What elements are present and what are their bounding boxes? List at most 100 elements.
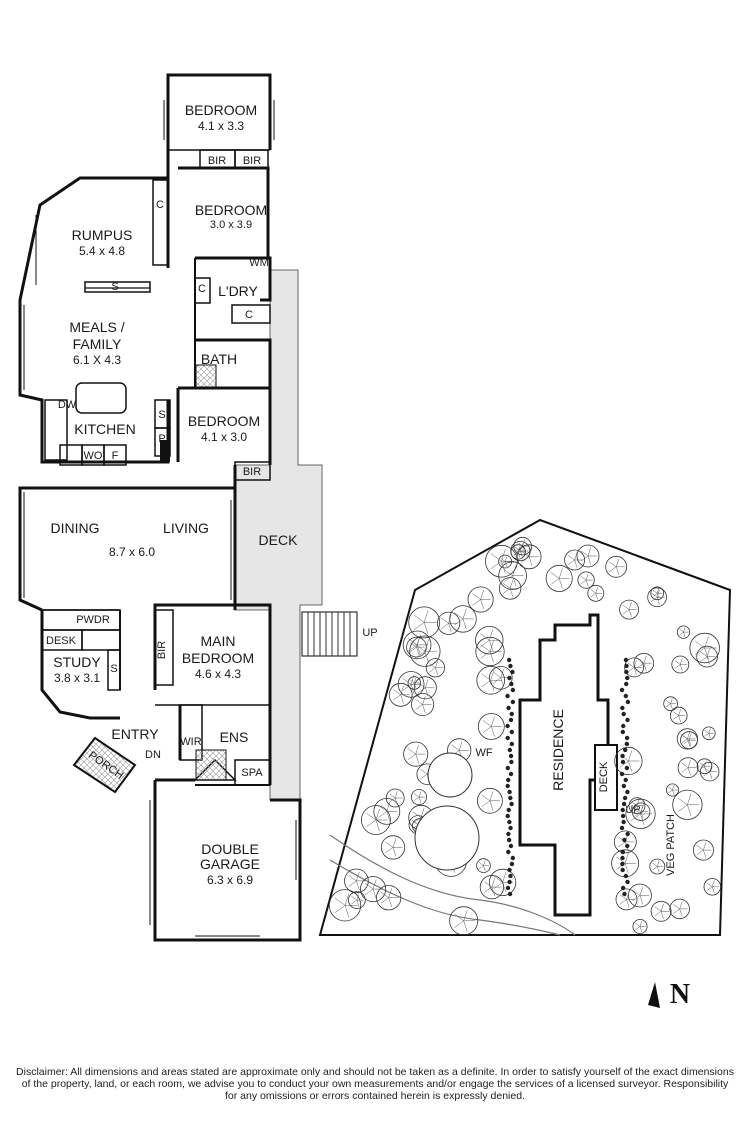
hedge-dot [510,687,516,693]
tree-branch [696,849,704,856]
tree-branch [425,679,429,688]
hedge-dot [625,675,630,681]
hedge-dot [620,867,625,873]
shelf-label: S [110,663,117,675]
tree-branch [687,793,692,805]
tree-branch [706,648,710,657]
tree-branch [687,760,691,768]
tree-icon [680,731,698,750]
tree-branch [656,597,660,605]
entry-label: ENTRY [111,726,159,742]
hedge-dot [620,855,625,861]
tree-branch [550,578,560,585]
tree-branch [400,694,404,704]
tree-branch [484,881,493,888]
tree-branch [463,920,468,932]
tree-branch [522,546,526,553]
tree-branch [402,684,412,691]
tree-branch [412,811,422,818]
hedge-dot [620,705,625,711]
tree-branch [451,744,460,751]
hedge-dot [623,657,629,663]
tree-branch [650,592,658,598]
tree-icon [479,874,504,900]
tree-branch [632,889,641,896]
tree-branch [484,886,493,893]
tree-branch [503,575,513,583]
tree-branch [409,642,417,648]
tree-branch [458,741,463,751]
ensuite-label: ENS [220,729,249,745]
tree-branch [700,656,708,662]
tree-branch [683,632,686,637]
tree-branch [687,804,692,817]
tree-branch [687,731,691,739]
tree-branch [677,804,688,812]
stair-block [160,440,170,462]
tree-branch [670,698,673,704]
hedge-dot [621,783,627,789]
hedge-dot [510,669,515,675]
tree-branch [628,750,633,762]
tree-icon [605,555,628,578]
tree-branch [502,872,507,883]
tree-branch [652,866,658,871]
tree-branch [388,897,392,908]
tree-branch [567,555,575,561]
tree-branch [413,796,420,801]
hedge-dot [621,723,626,729]
pantry-label: P [158,433,165,445]
tree-branch [435,667,438,675]
hedge-dot [507,747,513,753]
bedroom-low-label: BEDROOM [188,413,260,429]
tree-branch [660,911,664,920]
tree-branch [706,656,710,665]
tree-branch [500,561,506,565]
windows [23,100,297,937]
tree-branch [679,628,684,633]
tree-branch [414,650,426,659]
tree-branch [344,893,350,906]
hedge-dot [619,771,625,777]
tree-icon [624,657,644,678]
tree-branch [637,658,644,664]
tree-icon [669,706,688,725]
tree-branch [590,589,596,594]
hedge-dot [620,729,626,735]
tree-branch [334,905,346,913]
built-ins [41,149,271,786]
tree-icon [360,805,391,835]
tree-branch [364,888,374,896]
tree-branch [636,799,640,806]
tree-branch [454,618,464,626]
tree-branch [622,609,630,615]
cupboard-label: C [198,283,206,295]
tree-branch [410,679,415,684]
tree-branch [463,910,468,921]
tree-branch [703,842,707,851]
main-bedroom-label: BEDROOM [182,650,254,666]
tree-icon [615,888,638,911]
tree-branch [672,789,675,795]
tree-branch [678,715,681,723]
garage-label: DOUBLE [201,841,259,857]
tree-icon [425,658,445,678]
hedge-dot [625,843,630,849]
main-label: MAIN [201,633,236,649]
tree-branch [512,565,517,576]
tree-branch [696,845,704,851]
tree-branch [348,875,357,882]
hedge-dot [506,837,512,843]
veg-patch-label: VEG PATCH [665,814,677,876]
tree-branch [407,748,416,755]
tree-branch [673,715,679,720]
hedge-dot [507,891,513,897]
tree-branch [394,797,398,805]
tree-icon [700,762,720,782]
tree-branch [415,744,419,755]
tree-branch [674,660,681,665]
tree-branch [622,604,630,610]
garage-dim: 6.3 x 6.9 [207,873,253,887]
tree-icon [476,787,503,814]
